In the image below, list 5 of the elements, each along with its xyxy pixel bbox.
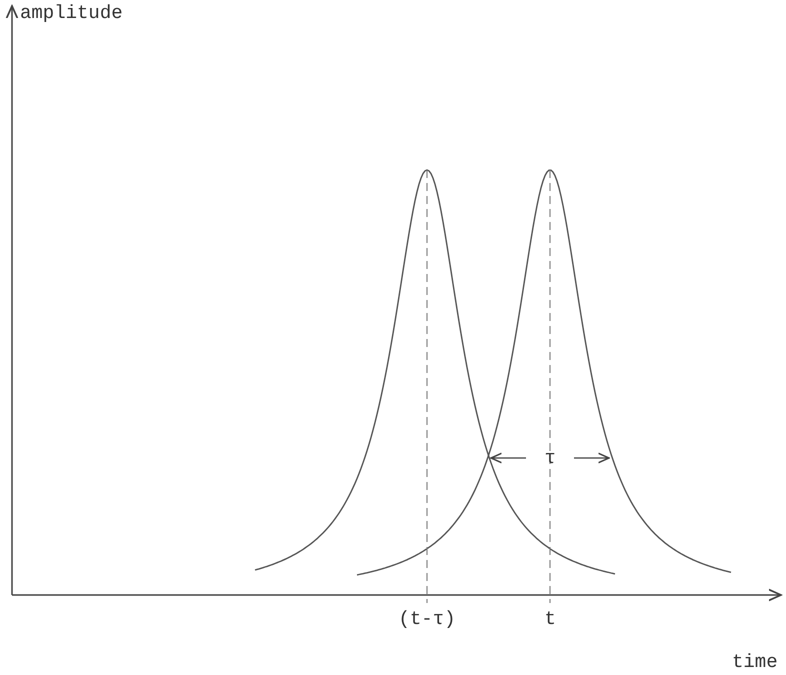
- axis-label: time: [732, 653, 778, 672]
- tick-label: t: [544, 610, 556, 629]
- tick-label: (t-τ): [398, 610, 456, 629]
- dimension-label: τ: [544, 449, 556, 468]
- axis-label: amplitude: [20, 4, 123, 23]
